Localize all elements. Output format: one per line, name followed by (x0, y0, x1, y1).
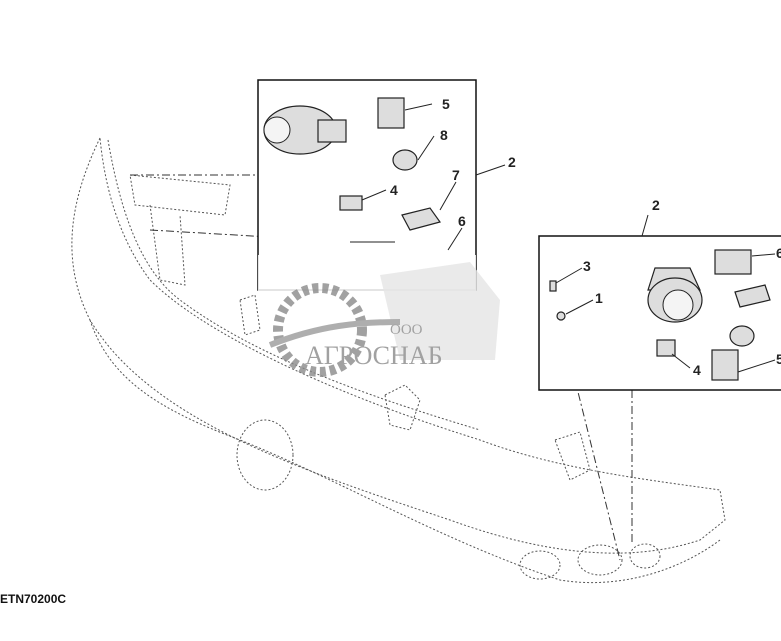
watermark-prefix: ООО (390, 322, 423, 338)
fog-lamp-part-right (647, 267, 703, 323)
callout-7: 7 (452, 167, 460, 183)
nut-part-1 (556, 311, 566, 321)
callout-8: 8 (440, 127, 448, 143)
screw-part-3 (549, 280, 557, 292)
callout-3: 3 (583, 258, 591, 274)
watermark-name: АГРОСНАБ (305, 341, 443, 370)
agrosnab-watermark: ООО АГРОСНАБ (268, 262, 500, 377)
callout-2: 2 (508, 154, 516, 170)
callout-4-right: 4 (693, 362, 701, 378)
bulb-socket-part-4 (339, 195, 363, 211)
callout-6-right: 6 (776, 245, 781, 261)
figure-id: ETN70200C (0, 592, 67, 606)
connector-part-5-right (711, 349, 739, 381)
connector-part-5 (377, 97, 405, 129)
detail-box-right: 2 3 1 4 6 5 (538, 197, 781, 391)
callout-5-right: 5 (776, 351, 781, 367)
detail-box-left: 5 8 7 4 6 2 (257, 79, 516, 291)
grommet-part-8 (392, 149, 418, 171)
fog-lamp-part (263, 105, 347, 155)
callout-6: 6 (458, 213, 466, 229)
callout-1: 1 (595, 290, 603, 306)
callout-4: 4 (390, 182, 398, 198)
terminal-part-7 (401, 207, 441, 231)
callout-2-right: 2 (652, 197, 660, 213)
connector-part-6 (714, 249, 752, 275)
callout-5: 5 (442, 96, 450, 112)
bulb-socket-part-4-right (656, 339, 676, 357)
